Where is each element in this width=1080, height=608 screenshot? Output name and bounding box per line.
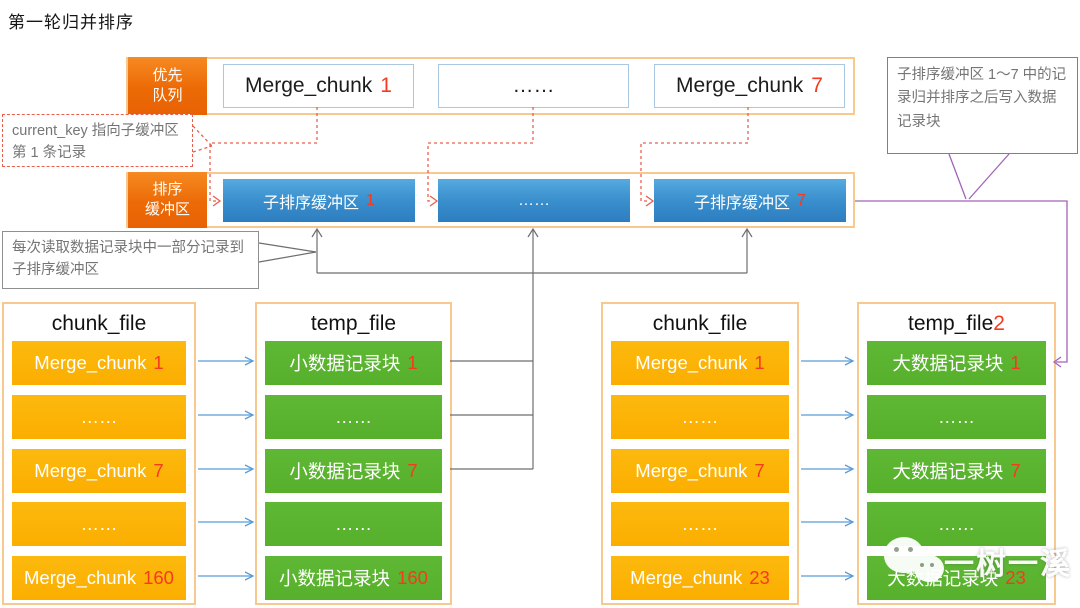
diagram-title: 第一轮归并排序 (8, 13, 134, 32)
table-row: …… (265, 502, 442, 546)
temp-file-header: temp_file (310, 312, 397, 335)
wechat-icon (878, 533, 944, 589)
watermark: 一树一溪 (878, 530, 1078, 592)
merge-write-callout: 子排序缓冲区 1～7 中的记录归并排序之后写入数据记录块 (887, 57, 1078, 154)
table-row: …… (12, 502, 186, 546)
sub-sort-buffer-ellipsis: …… (438, 179, 630, 222)
chunk-file-2-header: chunk_file (652, 312, 748, 335)
watermark-text: 一树一溪 (944, 548, 1072, 581)
table-row: …… (611, 502, 789, 546)
current-key-callout: current_key 指向子缓冲区第 1 条记录 (2, 114, 193, 167)
table-row: …… (265, 395, 442, 439)
chunk-file-1-header: chunk_file (51, 312, 147, 335)
table-row: …… (12, 395, 186, 439)
merge-chunk-ellipsis-queue-box: …… (438, 64, 629, 108)
sort-buffer-label: 排序 缓冲区 (128, 172, 207, 228)
priority-queue-label: 优先 队列 (128, 57, 207, 115)
read-chunk-callout: 每次读取数据记录块中一部分记录到子排序缓冲区 (2, 231, 259, 289)
table-row: …… (867, 395, 1046, 439)
table-row: …… (611, 395, 789, 439)
